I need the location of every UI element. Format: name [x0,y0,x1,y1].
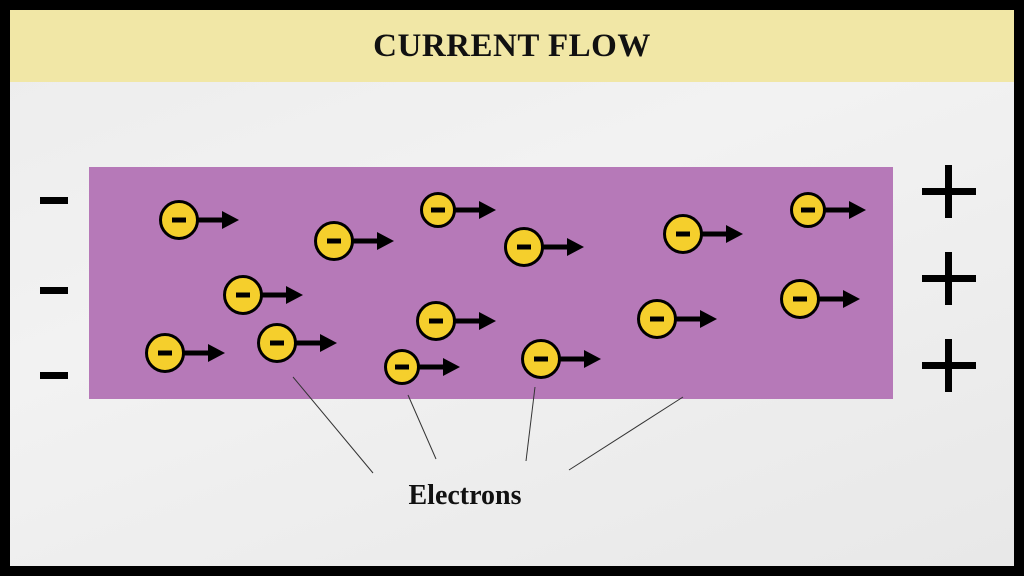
arrow-right-icon [419,358,460,376]
arrow-right-icon [198,211,239,229]
minus-icon [395,364,409,370]
arrow-right-icon [455,312,496,330]
arrow-right-icon [543,238,584,256]
minus-icon [650,316,664,322]
pointer-line [525,386,536,462]
electron [416,301,496,341]
minus-icon [40,287,68,294]
electron [384,349,460,385]
electrons-label: Electrons [408,480,522,511]
electrons-group [145,192,866,385]
negative-terminals [40,197,68,379]
pointer-line [292,376,374,474]
minus-icon [270,340,284,346]
minus-icon [534,356,548,362]
electron [504,227,584,267]
minus-icon [431,207,445,213]
minus-icon [172,217,186,223]
title-bar: CURRENT FLOW [10,10,1014,82]
minus-icon [40,197,68,204]
arrow-right-icon [296,334,337,352]
arrow-right-icon [819,290,860,308]
arrow-right-icon [676,310,717,328]
electron [790,192,866,228]
arrow-right-icon [353,232,394,250]
electron [159,200,239,240]
arrow-right-icon [560,350,601,368]
pointer-line [407,394,437,460]
electron [145,333,225,373]
minus-icon [236,292,250,298]
plus-icon [922,165,976,218]
plus-icon [922,339,976,392]
minus-icon [676,231,690,237]
electron [637,299,717,339]
slide-frame: CURRENT FLOW [10,10,1014,566]
electron [257,323,337,363]
electron [223,275,303,315]
electron [663,214,743,254]
minus-icon [40,372,68,379]
caption-pointer-lines [292,376,684,474]
minus-icon [793,296,807,302]
plus-icon [922,252,976,305]
electron [314,221,394,261]
arrow-right-icon [262,286,303,304]
arrow-right-icon [455,201,496,219]
minus-icon [517,244,531,250]
electron [780,279,860,319]
electron [521,339,601,379]
page-title: CURRENT FLOW [373,27,651,64]
minus-icon [158,350,172,356]
arrow-right-icon [825,201,866,219]
arrow-right-icon [184,344,225,362]
minus-icon [801,207,815,213]
pointer-line [568,396,684,471]
minus-icon [429,318,443,324]
minus-icon [327,238,341,244]
electron [420,192,496,228]
current-flow-diagram [40,165,976,474]
positive-terminals [922,165,976,392]
arrow-right-icon [702,225,743,243]
conductor-block [89,167,893,399]
